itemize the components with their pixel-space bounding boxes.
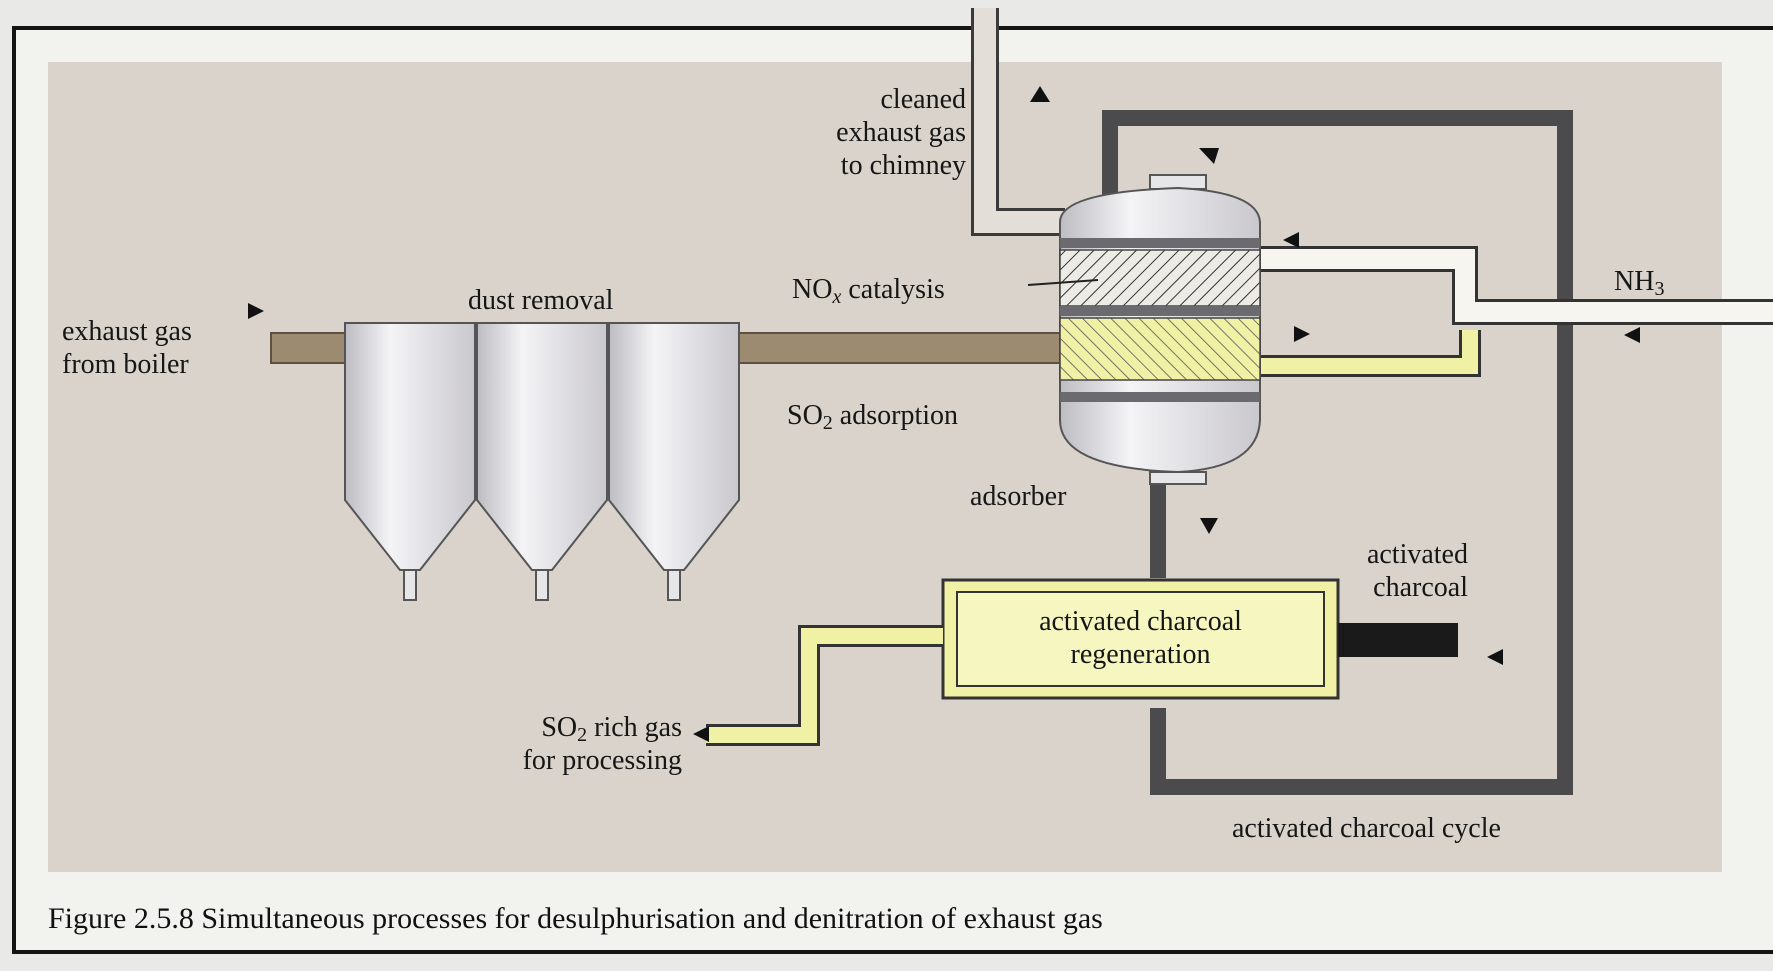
so2-rich-gas-pipe (706, 625, 943, 746)
label-nh3: NH3 (1614, 265, 1665, 300)
so2-rich-rest: rich gas for processing (522, 712, 682, 776)
nh3-subscript: 3 (1654, 278, 1665, 300)
label-nox-catalysis: NOx catalysis (792, 273, 945, 308)
nox-pointer-line (1027, 279, 1099, 286)
arrow-left-charcoal (1487, 649, 1503, 665)
charcoal-inlet (1338, 623, 1458, 657)
chimney-pipe (971, 8, 1065, 236)
label-charcoal-cycle: activated charcoal cycle (1232, 813, 1501, 844)
label-exhaust-from-boiler: exhaust gas from boiler (62, 316, 192, 380)
so2-adsorption-bed (1059, 317, 1261, 381)
nox-catalyst-bed (1059, 249, 1261, 307)
dust-removal-hoppers (344, 322, 740, 601)
regeneration-unit (941, 578, 1340, 700)
label-dust-removal: dust removal (468, 285, 614, 316)
label-so2-rich-gas: SO2 rich gas for processing (480, 678, 682, 777)
arrow-left-nh3 (1624, 327, 1640, 343)
flow-arrows (248, 86, 1640, 742)
nox-subscript: x (832, 286, 842, 308)
nox-rest: catalysis (841, 274, 945, 305)
label-cleaned-exhaust: cleaned exhaust gas to chimney (836, 84, 966, 181)
nh3-text: NH (1614, 266, 1655, 297)
label-regeneration: activated charcoal regeneration (1039, 606, 1242, 670)
figure-background (48, 62, 1722, 872)
label-so2-adsorption: SO2 adsorption (787, 399, 959, 434)
arrow-right-gas (1294, 326, 1310, 342)
arrow-left-nh3-in (1283, 232, 1299, 248)
so2-rich-text: SO (541, 712, 578, 743)
so2-ads-subscript: 2 (822, 412, 833, 434)
arrow-down-adsorber (1200, 518, 1218, 534)
nox-text: NO (792, 274, 833, 305)
figure-caption: Figure 2.5.8 Simultaneous processes for … (48, 902, 1103, 935)
adsorber-vessel (1059, 174, 1261, 485)
label-activated-charcoal: activated charcoal (1366, 539, 1468, 603)
arrow-down-loop-top (1199, 148, 1219, 164)
label-adsorber: adsorber (970, 481, 1067, 512)
arrow-left-so2 (693, 726, 709, 742)
so2-rich-subscript: 2 (577, 724, 588, 746)
so2-ads-text: SO (787, 400, 823, 431)
arrow-right-exhaust (248, 303, 264, 319)
arrow-up-chimney (1030, 86, 1050, 102)
charcoal-cycle-loop (1102, 110, 1573, 795)
so2-ads-rest: adsorption (832, 400, 959, 431)
